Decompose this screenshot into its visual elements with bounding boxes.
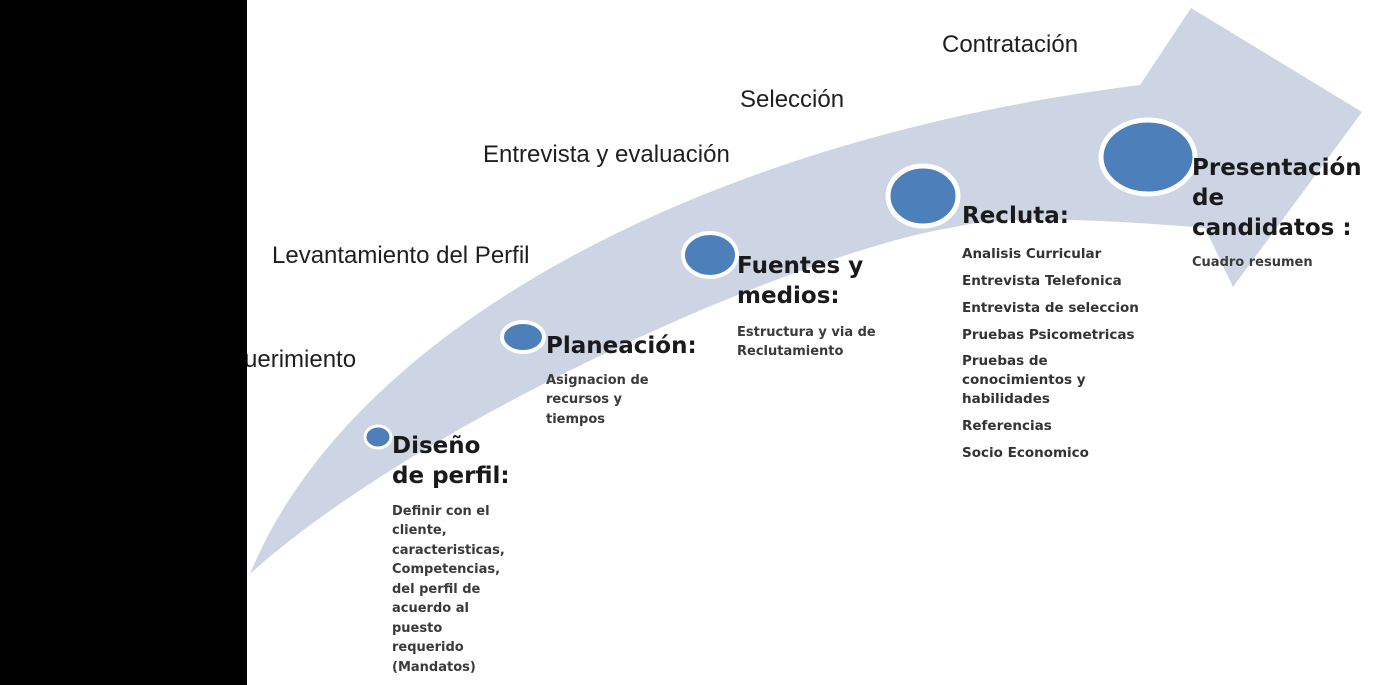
recluta-item: Entrevista de seleccion xyxy=(962,299,1139,316)
phase-label-levantamiento: Levantamiento del Perfil xyxy=(272,242,530,269)
stage-planeacion-body: Asignacion de recursos y tiempos xyxy=(546,372,649,427)
redaction-overlay xyxy=(0,0,247,685)
stage-diseno: Diseño de perfil: Definir con el cliente… xyxy=(392,432,516,677)
stage-presentacion-body: Cuadro resumen xyxy=(1192,254,1313,270)
phase-label-entrevista: Entrevista y evaluación xyxy=(483,141,730,168)
recluta-item: Socio Economico xyxy=(962,445,1089,462)
stage-node-fuentes xyxy=(681,231,739,279)
stage-node-planeacion xyxy=(500,320,546,354)
phase-label-contratacion: Contratación xyxy=(942,31,1079,58)
stage-node-presentacion xyxy=(1098,117,1198,197)
stage-presentacion-title: Presentación de candidatos : xyxy=(1192,155,1362,241)
recluta-item: Entrevista Telefonica xyxy=(962,272,1122,289)
stage-diseno-title: Diseño de perfil: xyxy=(392,433,510,489)
recluta-item: Referencias xyxy=(962,418,1052,435)
phase-label-seleccion: Selección xyxy=(740,86,845,113)
phase-label-requerimiento: uerimiento xyxy=(244,346,357,373)
recluta-item: Pruebas Psicometricas xyxy=(962,326,1135,343)
process-arrow xyxy=(250,8,1362,574)
stage-fuentes-title: Fuentes y medios: xyxy=(737,253,864,309)
stage-fuentes-body: Estructura y via de Reclutamiento xyxy=(737,324,876,360)
stage-fuentes: Fuentes y medios: Estructura y via de Re… xyxy=(737,252,912,362)
recluta-item: Analisis Curricular xyxy=(962,245,1102,262)
stage-recluta-title: Recluta: xyxy=(962,203,1069,229)
recluta-item: Pruebas de conocimientos y habilidades xyxy=(962,353,1086,408)
stage-recluta-list: Analisis Curricular Entrevista Telefonic… xyxy=(962,245,1177,463)
stage-presentacion: Presentación de candidatos : Cuadro resu… xyxy=(1192,154,1362,272)
stage-planeacion-title: Planeación: xyxy=(546,333,697,359)
stage-node-recluta xyxy=(885,163,961,229)
stage-recluta: Recluta: Analisis Curricular Entrevista … xyxy=(962,202,1177,471)
stage-node-diseno xyxy=(363,424,393,450)
stage-planeacion: Planeación: Asignacion de recursos y tie… xyxy=(546,332,697,429)
stage-diseno-body: Definir con el cliente, caracteristicas,… xyxy=(392,503,505,675)
